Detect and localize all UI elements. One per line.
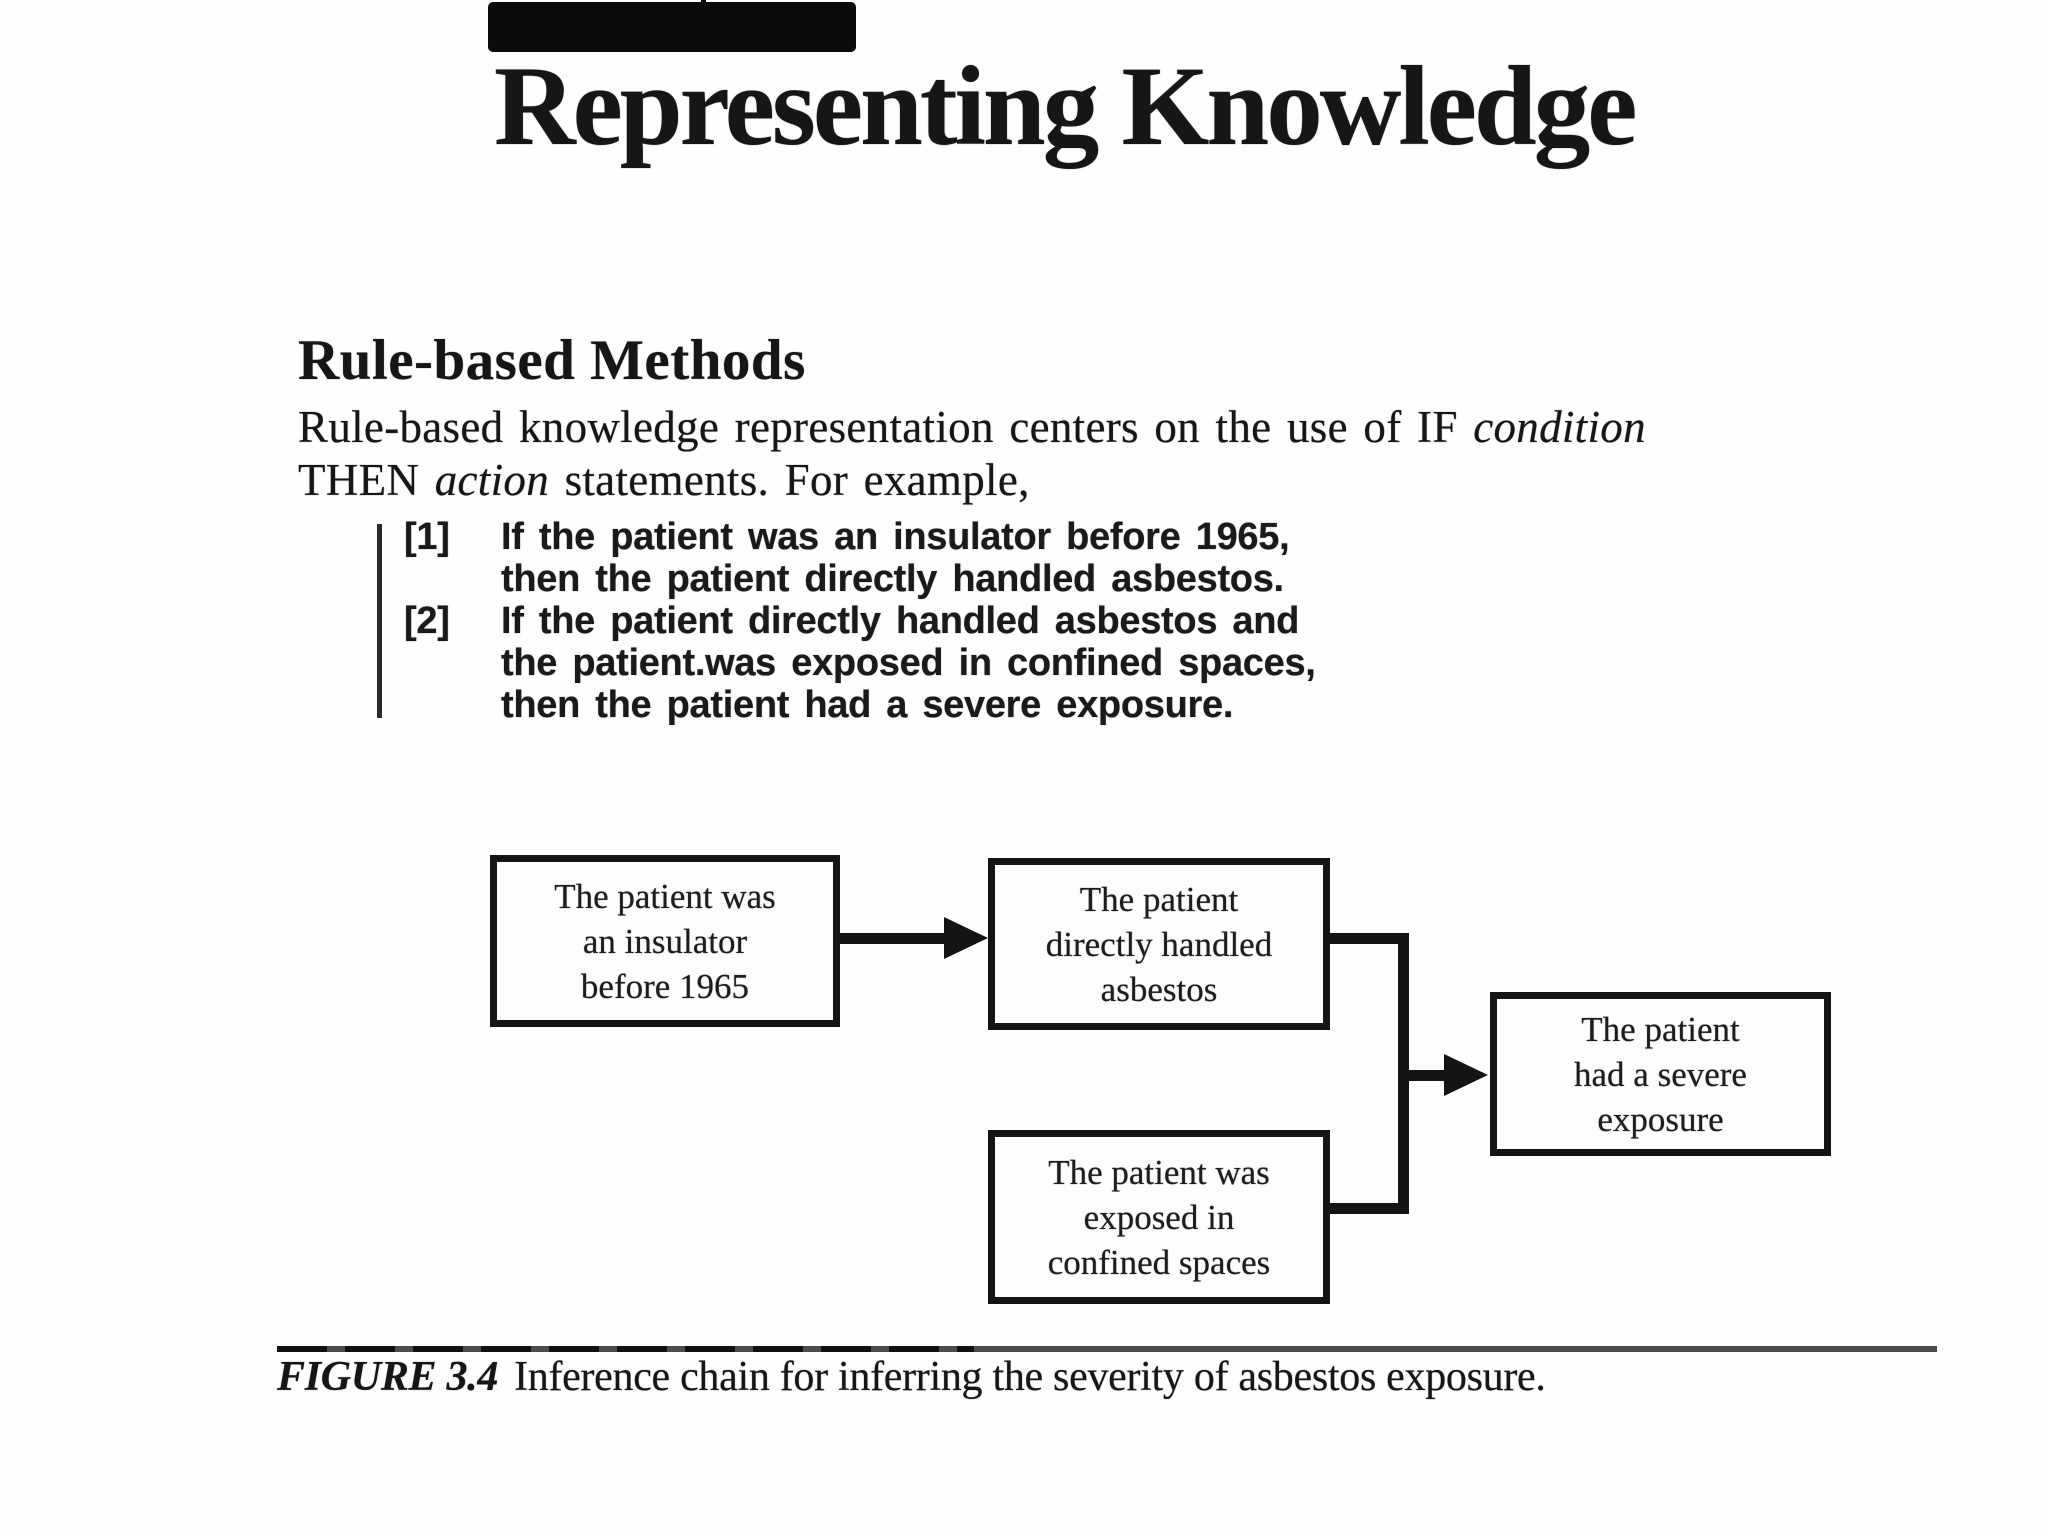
box-confined-line-2: exposed in [1083, 1197, 1235, 1237]
arrow-trunk-to-severe-shaft [1398, 1070, 1450, 1081]
box-severe-line-3: exposure [1597, 1099, 1724, 1139]
rule-1-text: If the patient was an insulator before 1… [501, 516, 1290, 600]
box-asbestos-line-3: asbestos [1100, 969, 1218, 1009]
figure-caption: FIGURE 3.4 Inference chain for inferring … [277, 1352, 1546, 1402]
rule-1-line-2: then the patient directly handled asbest… [501, 558, 1284, 600]
box-severe-line-1: The patient [1581, 1009, 1740, 1049]
rule-2-line-2: the patient.was exposed in confined spac… [501, 642, 1316, 684]
section-heading: Rule-based Methods [298, 329, 806, 392]
rule-1-label: [1] [404, 516, 450, 558]
scan-artifact-tick [701, 0, 706, 12]
chapter-header-bar [488, 2, 856, 52]
box-asbestos-line-2: directly handled [1045, 924, 1273, 964]
connector-asbestos-to-trunk [1326, 933, 1406, 944]
intro-line2-emphasis: action [434, 455, 550, 505]
arrowhead-right-icon [1444, 1054, 1488, 1096]
box-insulator-line-1: The patient was [554, 876, 776, 916]
figure-caption-text: Inference chain for inferring the severi… [514, 1354, 1546, 1400]
box-insulator-line-2: an insulator [582, 921, 748, 961]
diagram-box-handled-asbestos: The patient directly handled asbestos [988, 858, 1330, 1030]
diagram-box-insulator: The patient was an insulator before 1965 [490, 855, 840, 1027]
figure-caption-label: FIGURE 3.4 [277, 1354, 499, 1400]
rule-2-line-1: If the patient directly handled asbestos… [501, 600, 1300, 642]
rule-2-line-3: then the patient had a severe exposure. [501, 684, 1234, 726]
rule-2-text: If the patient directly handled asbestos… [501, 600, 1316, 726]
arrow-insulator-to-asbestos-shaft [838, 933, 950, 944]
figure-divider [277, 1346, 1937, 1352]
rule-2-label: [2] [404, 600, 450, 642]
box-insulator-line-3: before 1965 [580, 966, 750, 1006]
connector-confined-to-trunk [1326, 1203, 1406, 1214]
page-title: Representing Knowledge [494, 44, 1637, 169]
intro-line2-text: THEN [298, 455, 435, 505]
box-severe-line-2: had a severe [1574, 1054, 1747, 1094]
arrowhead-right-icon [944, 917, 988, 959]
diagram-box-confined-spaces: The patient was exposed in confined spac… [988, 1130, 1330, 1304]
box-confined-line-1: The patient was [1048, 1152, 1270, 1192]
intro-line1-emphasis: condition [1473, 402, 1646, 452]
intro-line1-text: Rule-based knowledge representation cent… [298, 402, 1474, 452]
rules-left-rule [377, 524, 382, 718]
diagram-box-severe-exposure: The patient had a severe exposure [1490, 992, 1831, 1156]
box-confined-line-3: confined spaces [1047, 1242, 1271, 1282]
intro-line2-text-cont: statements. For example, [549, 455, 1030, 505]
rule-1-line-1: If the patient was an insulator before 1… [501, 516, 1290, 558]
rule-item-1: [1] If the patient was an insulator befo… [404, 516, 1316, 600]
intro-paragraph: Rule-based knowledge representation cent… [298, 401, 1646, 507]
rule-item-2: [2] If the patient directly handled asbe… [404, 600, 1316, 726]
rules-list: [1] If the patient was an insulator befo… [404, 516, 1316, 726]
box-asbestos-line-1: The patient [1079, 879, 1239, 919]
